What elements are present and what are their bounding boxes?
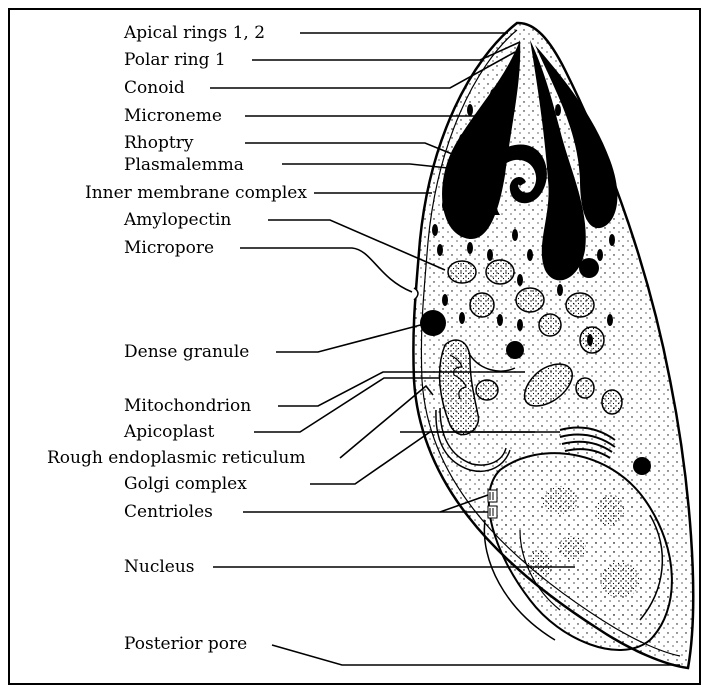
leader-dense-granule — [276, 323, 428, 352]
label-apicoplast: Apicoplast — [123, 422, 215, 442]
label-mitochondrion: Mitochondrion — [124, 396, 251, 416]
label-amylopectin: Amylopectin — [123, 210, 231, 230]
leader-polar-ring — [252, 42, 520, 60]
label-rhoptry: Rhoptry — [124, 133, 194, 153]
leader-apicoplast — [254, 378, 440, 432]
label-dense-granule: Dense granule — [124, 342, 249, 362]
label-micropore: Micropore — [124, 238, 214, 258]
label-rough-er: Rough endoplasmic reticulum — [47, 448, 305, 468]
label-nucleus: Nucleus — [124, 557, 195, 577]
leader-rhoptry — [245, 143, 462, 158]
label-centrioles: Centrioles — [124, 502, 213, 522]
label-inner-membrane-complex: Inner membrane complex — [85, 183, 307, 203]
label-conoid: Conoid — [124, 78, 185, 98]
label-apical-rings: Apical rings 1, 2 — [123, 23, 265, 43]
label-polar-ring: Polar ring 1 — [124, 50, 226, 70]
label-posterior-pore: Posterior pore — [124, 634, 247, 654]
leader-plasmalemma — [282, 164, 448, 168]
leader-micropore — [240, 248, 412, 292]
label-microneme: Microneme — [124, 106, 222, 126]
labels: Apical rings 1, 2 Polar ring 1 Conoid Mi… — [47, 23, 307, 654]
label-plasmalemma: Plasmalemma — [124, 155, 244, 175]
leader-centrioles-1 — [243, 495, 488, 512]
label-golgi-complex: Golgi complex — [124, 474, 247, 494]
